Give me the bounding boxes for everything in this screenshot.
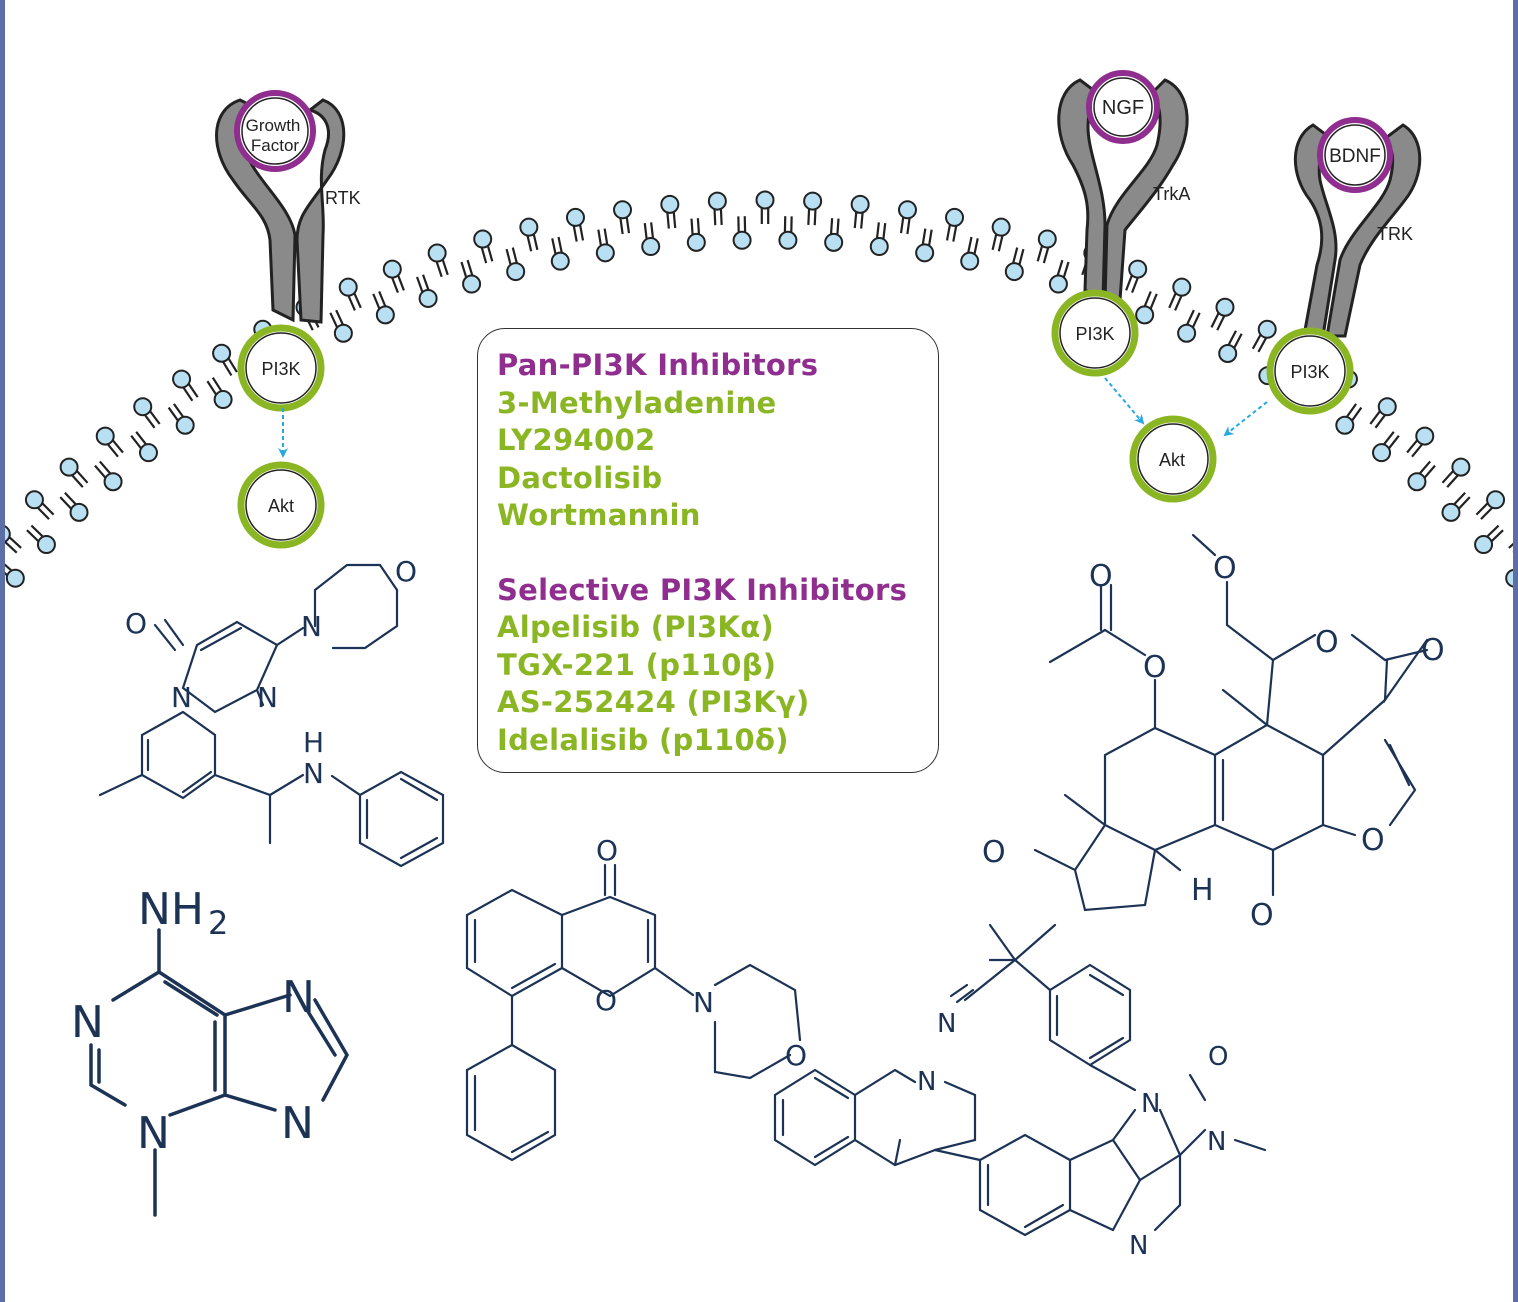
trka-receptor: NGF TrkA: [1057, 70, 1190, 304]
atom-label: N: [1129, 1231, 1148, 1261]
atom-label: O: [596, 834, 618, 867]
akt-node-rtk: Akt: [237, 461, 325, 549]
pan-inhibitor-item: Dactolisib: [497, 460, 663, 495]
structure-dactolisib: [773, 923, 1267, 1237]
pi3k-node-trka: PI3K: [1051, 289, 1139, 377]
svg-text:PI3K: PI3K: [1075, 324, 1114, 344]
selective-inhibitor-item: AS-252424 (PI3Kγ): [497, 685, 810, 719]
atom-label: O: [1208, 1042, 1228, 1072]
structure-ly294002: [465, 863, 802, 1162]
atom-label: O: [125, 607, 147, 640]
selective-inhibitor-item: Idelalisib (p110δ): [497, 722, 789, 757]
atom-label: O: [1213, 551, 1237, 586]
atom-label: O: [785, 1039, 807, 1072]
pan-inhibitor-item: Wortmannin: [497, 498, 701, 532]
atom-label: N: [281, 1098, 314, 1149]
structure-pyridopyrimidinone: [98, 563, 445, 868]
atom-label: O: [1089, 559, 1113, 594]
atom-label: O: [1421, 633, 1445, 668]
receptors: Growth Factor RTK NGF TrkA BDNF TRK: [215, 70, 1422, 338]
selective-inhibitor-item: TGX-221 (p110β): [497, 647, 777, 682]
atom-label: O: [595, 984, 617, 1017]
svg-text:Akt: Akt: [268, 496, 294, 516]
atom-label: N: [937, 1009, 956, 1039]
atom-label: N: [693, 986, 714, 1019]
bdnf-label: BDNF: [1329, 146, 1381, 167]
pan-inhibitor-item: 3-Methyladenine: [497, 385, 777, 420]
atom-label: N: [1141, 1089, 1160, 1119]
trk-receptor: BDNF TRK: [1293, 117, 1422, 338]
atom-label: H: [1191, 873, 1214, 908]
growth-factor-ligand: [234, 90, 316, 172]
bdnf-ligand: [1317, 117, 1393, 193]
atom-label: 2: [208, 904, 228, 942]
atom-label: N: [71, 997, 104, 1048]
svg-text:Akt: Akt: [1159, 450, 1185, 470]
trk-label: TRK: [1377, 224, 1413, 244]
atom-label: O: [395, 555, 417, 588]
atom-label: H: [303, 726, 324, 759]
akt-node-shared: Akt: [1129, 415, 1217, 503]
inhibitor-list-panel: Pan-PI3K Inhibitors 3-Methyladenine LY29…: [477, 328, 939, 773]
signaling-nodes: PI3K Akt PI3K PI3K Akt: [237, 289, 1354, 549]
atom-label: O: [1250, 898, 1274, 933]
spacer: [497, 535, 938, 572]
pan-inhibitors-heading: Pan-PI3K Inhibitors: [497, 348, 819, 382]
pi3k-node-trk: PI3K: [1266, 327, 1354, 415]
trk-arrow: [1223, 401, 1268, 437]
pi3k-node-rtk: PI3K: [237, 324, 325, 412]
selective-inhibitor-item: Alpelisib (PI3Kα): [497, 610, 774, 644]
selective-inhibitors-heading: Selective PI3K Inhibitors: [497, 572, 908, 607]
growth-factor-label-2: Factor: [251, 136, 300, 155]
atom-label: O: [1315, 625, 1339, 660]
atom-label: N: [257, 681, 278, 714]
atom-label: NH: [138, 884, 204, 935]
atom-label: N: [917, 1067, 936, 1097]
ngf-ligand: [1086, 70, 1160, 144]
svg-text:PI3K: PI3K: [1290, 362, 1329, 382]
rtk-label: RTK: [325, 188, 361, 208]
pathway-diagram: Growth Factor RTK NGF TrkA BDNF TRK PI3K: [5, 70, 1513, 1261]
atom-label: N: [303, 757, 324, 790]
atom-label: N: [282, 972, 315, 1023]
pan-inhibitor-item: LY294002: [497, 423, 656, 457]
growth-factor-label-1: Growth: [246, 116, 301, 135]
trka-arrow: [1104, 377, 1145, 425]
atom-label: O: [1143, 650, 1167, 685]
structure-wortmannin: [1033, 533, 1429, 912]
ngf-label: NGF: [1102, 97, 1144, 119]
atom-label: N: [301, 610, 322, 643]
atom-label: O: [1361, 823, 1385, 858]
atom-label: N: [1207, 1127, 1226, 1157]
atom-label: N: [137, 1108, 170, 1159]
atom-label: O: [982, 835, 1006, 870]
svg-text:PI3K: PI3K: [261, 359, 300, 379]
atom-label: N: [171, 681, 192, 714]
rtk-receptor: Growth Factor RTK: [215, 90, 361, 324]
trka-label: TrkA: [1153, 184, 1190, 204]
structure-3-methyladenine: [89, 928, 350, 1217]
